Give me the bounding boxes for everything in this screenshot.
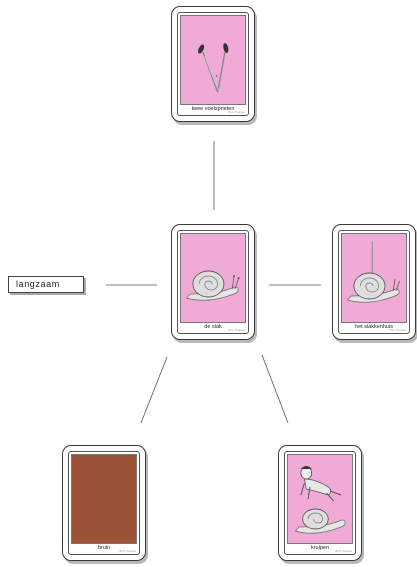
card-label: twee voelsprieten bbox=[191, 106, 235, 112]
card-frame: twee voelsprieten Bron: Pinterest bbox=[177, 12, 249, 116]
connector-bottom-right bbox=[261, 354, 289, 424]
crawling-baby-icon bbox=[294, 466, 346, 534]
tag-langzaam[interactable]: langzaam bbox=[8, 276, 84, 293]
card-label: bruin bbox=[97, 545, 111, 551]
card-frame: kruipen Bron: Pinterest bbox=[284, 451, 356, 555]
card-frame: het slakkenhuis Bron: Pinterest bbox=[338, 230, 410, 334]
card-frame: bruin Bron: Pinterest bbox=[68, 451, 140, 555]
card-credit: Bron: Pinterest bbox=[228, 111, 245, 114]
card-twee-voelsprieten[interactable]: twee voelsprieten Bron: Pinterest bbox=[171, 6, 255, 122]
snail-icon bbox=[185, 270, 240, 301]
antennae-icon bbox=[198, 43, 229, 93]
card-label: het slakkenhuis bbox=[355, 324, 393, 330]
card-picture bbox=[71, 454, 137, 544]
card-de-slak[interactable]: de slak Bron: Pinterest bbox=[171, 224, 255, 340]
card-picture bbox=[180, 15, 246, 105]
connector-bottom-left bbox=[140, 356, 168, 424]
snail-shell-icon bbox=[346, 242, 400, 303]
card-label: kruipen bbox=[310, 545, 330, 551]
card-het-slakkenhuis[interactable]: het slakkenhuis Bron: Pinterest bbox=[332, 224, 416, 340]
card-credit: Bron: Pinterest bbox=[335, 550, 352, 553]
card-credit: Bron: Pinterest bbox=[228, 329, 245, 332]
card-picture bbox=[180, 233, 246, 323]
card-kruipen[interactable]: kruipen Bron: Pinterest bbox=[278, 445, 362, 561]
card-bruin[interactable]: bruin Bron: Pinterest bbox=[62, 445, 146, 561]
card-label: de slak bbox=[204, 324, 222, 330]
card-frame: de slak Bron: Pinterest bbox=[177, 230, 249, 334]
card-credit: Bron: Pinterest bbox=[389, 329, 406, 332]
card-picture bbox=[341, 233, 407, 323]
card-credit: Bron: Pinterest bbox=[119, 550, 136, 553]
brown-swatch-icon bbox=[72, 455, 136, 543]
card-picture bbox=[287, 454, 353, 544]
